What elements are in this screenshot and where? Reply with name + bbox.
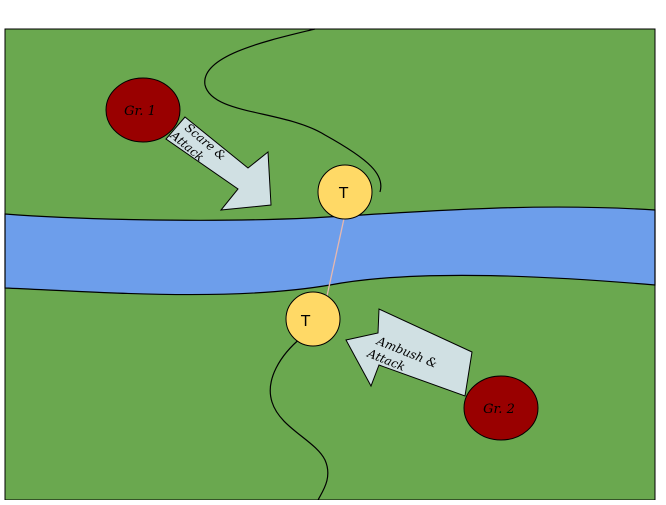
- south-trail: [269, 336, 329, 501]
- rope-line: [326, 213, 346, 297]
- group-1-label: Gr. 1: [124, 104, 156, 119]
- tower-north-circle: [317, 164, 373, 220]
- tower-north-marker: T: [317, 164, 373, 220]
- group-1-circle: [105, 77, 181, 143]
- tower-south-circle: [285, 291, 341, 347]
- north-trail: [204, 28, 382, 193]
- tower-south-label: T: [300, 312, 311, 330]
- group-2-label: Gr. 2: [483, 402, 515, 417]
- ambush-attack-arrow-shape: [345, 308, 473, 397]
- group-1-marker: Gr. 1: [105, 77, 181, 143]
- group-2-marker: Gr. 2: [463, 375, 539, 441]
- scare-attack-arrow: Scare & Attack: [165, 116, 272, 211]
- tower-south-marker: T: [285, 291, 341, 347]
- river: [4, 206, 656, 296]
- group-2-circle: [463, 375, 539, 441]
- scare-attack-arrow-shape: [165, 116, 272, 211]
- tower-north-label: T: [338, 184, 349, 202]
